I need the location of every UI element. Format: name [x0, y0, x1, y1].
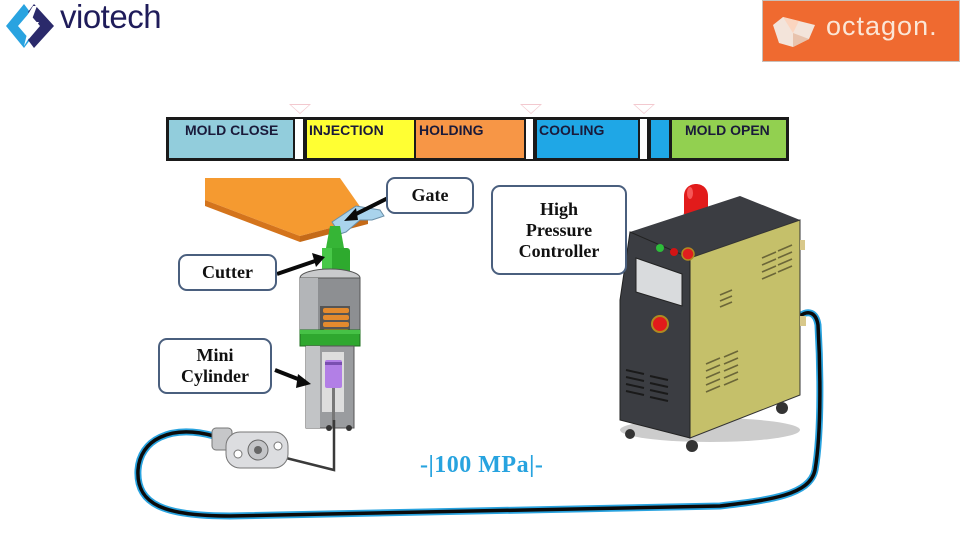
pressure-sensor-fitting: [211, 427, 289, 469]
callout-mini-cylinder: Mini Cylinder: [158, 338, 272, 394]
lightning-bolt-icon: [6, 4, 54, 48]
phase-gap: [638, 117, 649, 161]
callout-gate-text: Gate: [411, 185, 449, 205]
phase-label: MOLD CLOSE: [185, 122, 279, 138]
phase-marker: [289, 104, 311, 114]
phase-cooling: COOLING: [535, 117, 638, 161]
callout-cutter-text: Cutter: [202, 262, 253, 282]
green-indicator-light: [656, 244, 664, 252]
high-pressure-controller-machine: [619, 184, 806, 452]
viotech-wordmark: viotech: [60, 0, 162, 35]
callout-controller-line1: High: [539, 198, 578, 219]
emergency-stop-button: [681, 247, 695, 261]
callout-high-pressure-controller: High Pressure Controller: [491, 185, 627, 275]
octagon-wordmark: octagon.: [826, 11, 938, 41]
octagon-logo: octagon.: [762, 0, 960, 62]
callout-gate: Gate: [386, 177, 474, 214]
phase-marker: [633, 104, 655, 114]
phase-gap: [293, 117, 305, 161]
molding-cycle-timeline: MOLD CLOSE INJECTION HOLDING COOLING MOL…: [0, 0, 960, 170]
callout-arrows: [274, 196, 389, 388]
mini-cylinder-assembly: [299, 268, 361, 431]
hydraulic-hose: [134, 309, 824, 520]
callout-cutter: Cutter: [178, 254, 277, 291]
phase-mold-open: MOLD OPEN: [669, 117, 789, 161]
callout-mini-cylinder-line2: Cylinder: [180, 366, 249, 386]
phase-label: MOLD OPEN: [685, 122, 770, 138]
phase-marker: [520, 104, 542, 114]
phase-holding: HOLDING: [414, 117, 524, 161]
red-indicator-light: [670, 248, 678, 256]
viotech-logo: viotech: [4, 0, 179, 50]
phase-injection: INJECTION: [305, 117, 414, 161]
pressure-value-label: -|100 MPa|-: [420, 452, 544, 478]
phase-label: INJECTION: [309, 122, 384, 138]
main-power-switch: [651, 315, 669, 333]
phase-mold-close: MOLD CLOSE: [166, 117, 293, 161]
controller-display: [635, 257, 683, 307]
callout-mini-cylinder-line1: Mini: [196, 345, 234, 365]
phase-label: COOLING: [539, 122, 605, 138]
callout-controller-line2: Pressure: [525, 219, 593, 240]
phase-gap: [524, 117, 535, 161]
octagon-gem-icon: [773, 17, 815, 47]
phase-label: HOLDING: [419, 122, 484, 138]
phase-cooling-extension: [649, 117, 669, 161]
callout-controller-line3: Controller: [518, 240, 600, 261]
spring: [323, 308, 349, 334]
